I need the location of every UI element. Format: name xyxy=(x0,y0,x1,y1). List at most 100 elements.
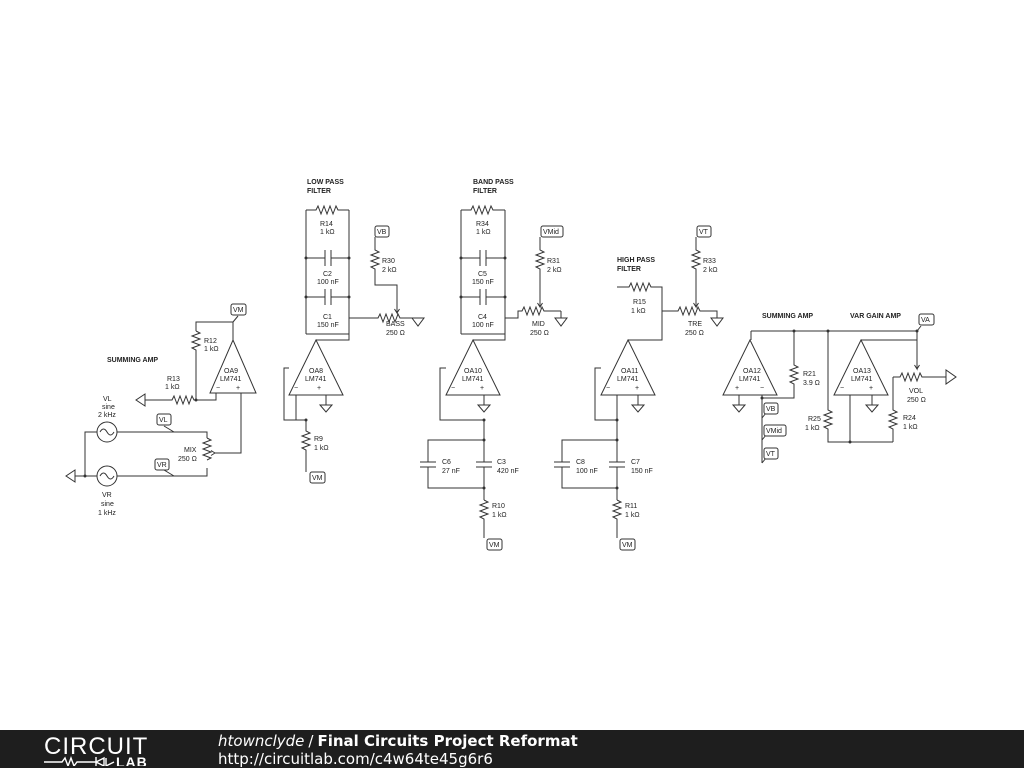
c4-name: C4 xyxy=(478,314,487,321)
r34-value: 1 kΩ xyxy=(476,229,491,236)
mid-name: MID xyxy=(532,321,545,328)
svg-text:LAB: LAB xyxy=(116,754,148,766)
r13-value: 1 kΩ xyxy=(165,384,180,391)
vr-source-type: sine xyxy=(101,501,114,508)
svg-text:VM: VM xyxy=(489,542,500,549)
project-url[interactable]: http://circuitlab.com/c4w64te45g6r6 xyxy=(218,750,493,768)
oa12-name: OA12 xyxy=(743,368,761,375)
svg-text:VM: VM xyxy=(233,307,244,314)
svg-text:VMid: VMid xyxy=(766,428,782,435)
high-pass-filter-block: R15 1 kΩ OA11 LM741 − + C8 100 nF C7 150… xyxy=(554,225,724,551)
c4-value: 100 nF xyxy=(472,322,494,329)
mid-potentiometer[interactable] xyxy=(505,305,561,319)
circuit-schematic: SUMMING AMP LOW PASS FILTER BAND PASS FI… xyxy=(65,179,957,551)
r15-value: 1 kΩ xyxy=(631,308,646,315)
capacitor-c3 xyxy=(476,440,492,500)
ground-icon xyxy=(945,369,957,385)
capacitor-c4 xyxy=(461,289,505,305)
title-summing-amp-right: SUMMING AMP xyxy=(762,313,813,320)
resistor-r9 xyxy=(300,420,312,472)
sine-wave-icon xyxy=(99,428,115,436)
svg-text:VL: VL xyxy=(159,417,168,424)
author-link[interactable]: htownclyde xyxy=(218,732,305,750)
svg-text:+: + xyxy=(635,385,639,392)
c1-value: 150 nF xyxy=(317,322,339,329)
svg-text:VM: VM xyxy=(622,542,633,549)
svg-text:VT: VT xyxy=(766,451,776,458)
capacitor-c6 xyxy=(420,457,484,489)
c3-value: 420 nF xyxy=(497,468,519,475)
c8-name: C8 xyxy=(576,459,585,466)
capacitor-c2 xyxy=(306,250,349,266)
svg-text:VM: VM xyxy=(312,475,323,482)
oa9-model: LM741 xyxy=(220,376,242,383)
opamp-oa12 xyxy=(722,338,778,396)
capacitor-c8 xyxy=(554,457,617,489)
vr-source-name: VR xyxy=(102,492,112,499)
ground-icon xyxy=(710,317,724,327)
opamp-oa9 xyxy=(209,338,257,394)
title-low-pass-2: FILTER xyxy=(307,188,331,195)
ground-icon xyxy=(476,404,492,413)
vl-source-name: VL xyxy=(103,396,112,403)
r12-name: R12 xyxy=(204,338,217,345)
sine-wave-icon xyxy=(99,472,115,480)
resistor-r10 xyxy=(478,499,490,538)
vl-source-value: 2 kHz xyxy=(98,412,116,419)
resistor-r33 xyxy=(690,237,702,305)
mix-value: 250 Ω xyxy=(178,456,197,463)
band-pass-filter-block: R34 1 kΩ C5 150 nF C4 100 nF OA10 LM741 … xyxy=(420,204,568,551)
oa13-model: LM741 xyxy=(851,376,873,383)
bass-name: BASS xyxy=(386,321,405,328)
svg-text:VT: VT xyxy=(699,229,709,236)
net-tag-vm: VM xyxy=(309,471,326,484)
capacitor-c1 xyxy=(306,289,349,305)
ground-icon xyxy=(630,404,646,413)
net-tag-vm: VM xyxy=(230,303,247,323)
resistor-r15 xyxy=(617,281,663,341)
net-tag-vl: VL xyxy=(156,413,175,433)
oa13-name: OA13 xyxy=(853,368,871,375)
net-tag-vm: VM xyxy=(619,538,636,551)
bass-potentiometer[interactable] xyxy=(349,312,419,324)
mix-name: MIX xyxy=(184,447,197,454)
oa11-name: OA11 xyxy=(621,368,638,375)
tre-potentiometer[interactable] xyxy=(662,305,718,318)
svg-text:−: − xyxy=(760,385,764,392)
r11-name: R11 xyxy=(625,503,637,510)
mix-potentiometer[interactable] xyxy=(201,437,213,461)
oa9-name: OA9 xyxy=(224,368,238,375)
svg-text:VA: VA xyxy=(921,317,930,324)
net-tag-vt: VT xyxy=(761,447,779,464)
c8-value: 100 nF xyxy=(576,468,598,475)
r24-name: R24 xyxy=(903,415,916,422)
vol-potentiometer[interactable] xyxy=(893,371,946,383)
r14-name: R14 xyxy=(320,221,333,228)
c2-value: 100 nF xyxy=(317,279,339,286)
output-stage-block: OA12 LM741 + − R21 3.9 Ω VB VMid VT R25 xyxy=(722,313,957,464)
vl-source-type: sine xyxy=(102,404,115,411)
c3-name: C3 xyxy=(497,459,506,466)
title-low-pass-1: LOW PASS xyxy=(307,179,344,186)
summing-amp-left-block: VL sine 2 kHz VR sine 1 kHz MIX 250 Ω VL xyxy=(65,303,257,517)
footer-title-line: htownclyde/Final Circuits Project Reform… xyxy=(218,732,578,750)
c5-value: 150 nF xyxy=(472,279,494,286)
circuitlab-logo[interactable]: CIRCUIT LAB xyxy=(44,732,184,766)
bass-value: 250 Ω xyxy=(386,330,405,337)
svg-text:−: − xyxy=(451,385,455,392)
ground-icon xyxy=(411,317,425,327)
r10-value: 1 kΩ xyxy=(492,512,507,519)
svg-text:+: + xyxy=(480,385,484,392)
c2-name: C2 xyxy=(323,271,332,278)
svg-text:VB: VB xyxy=(377,229,387,236)
project-title[interactable]: Final Circuits Project Reformat xyxy=(317,732,578,750)
vr-source-value: 1 kHz xyxy=(98,510,116,517)
svg-text:CIRCUIT: CIRCUIT xyxy=(44,733,148,760)
c5-name: C5 xyxy=(478,271,487,278)
oa11-model: LM741 xyxy=(617,376,639,383)
c6-name: C6 xyxy=(442,459,451,466)
r31-value: 2 kΩ xyxy=(547,267,562,274)
resistor-r21 xyxy=(762,331,800,399)
svg-text:−: − xyxy=(606,385,610,392)
ground-icon xyxy=(135,393,146,407)
